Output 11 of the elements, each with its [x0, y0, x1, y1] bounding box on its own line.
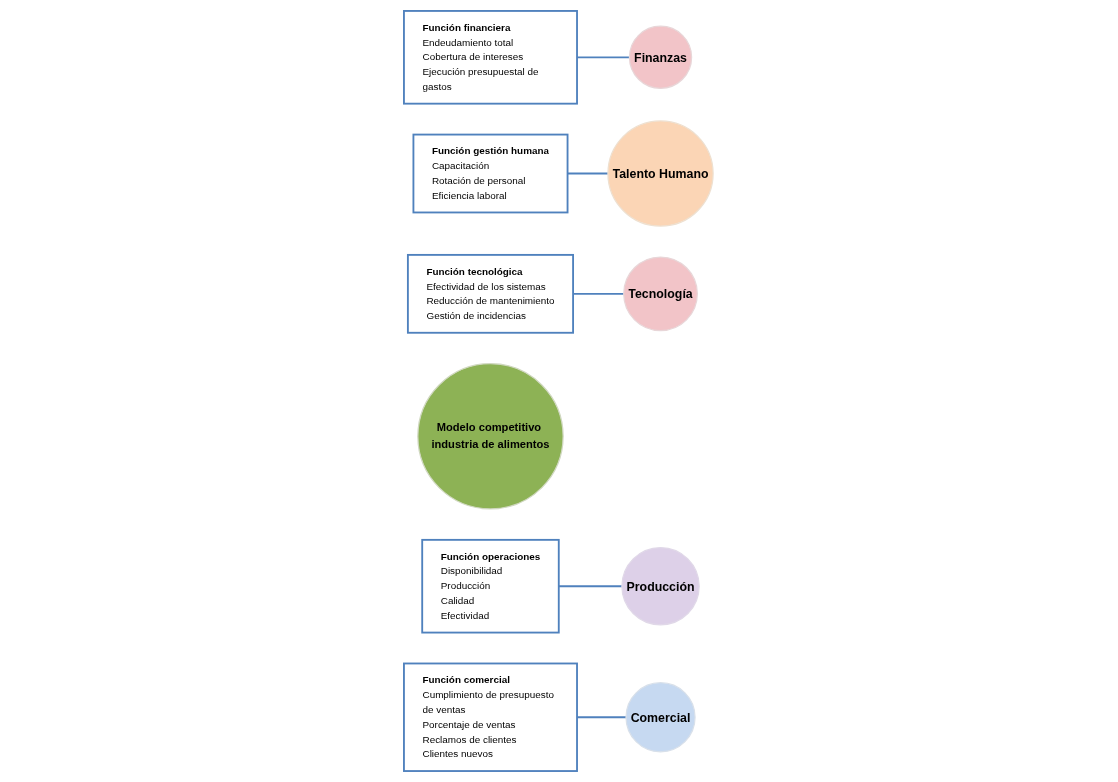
node-circle: Tecnología	[623, 256, 699, 332]
node-circle: Comercial	[625, 682, 697, 753]
node-box: Función tecnológica Efectividad de los sistemas Reducción de mantenimiento Gestión de incidencias	[407, 253, 575, 334]
node-circle: Talento Humano	[607, 120, 715, 227]
node-circle: Finanzas	[629, 25, 693, 89]
node-box: Función comercial Cumplimiento de presupuesto de ventas Porcentaje de ventas Reclamos de clientes Clientes nuevos	[403, 662, 579, 772]
node-circle: Producción	[621, 546, 701, 626]
node-box: Función financiera Endeudamiento total Cobertura de intereses Ejecución presupuestal de gastos	[403, 10, 579, 105]
node-box: Función gestión humana Capacitación Rotación de personal Eficiencia laboral	[412, 133, 569, 214]
node-box: Función operaciones Disponibilidad Producción Calidad Efectividad	[421, 538, 561, 634]
node-circle: Modelo competitivo industria de alimentos	[417, 363, 565, 510]
